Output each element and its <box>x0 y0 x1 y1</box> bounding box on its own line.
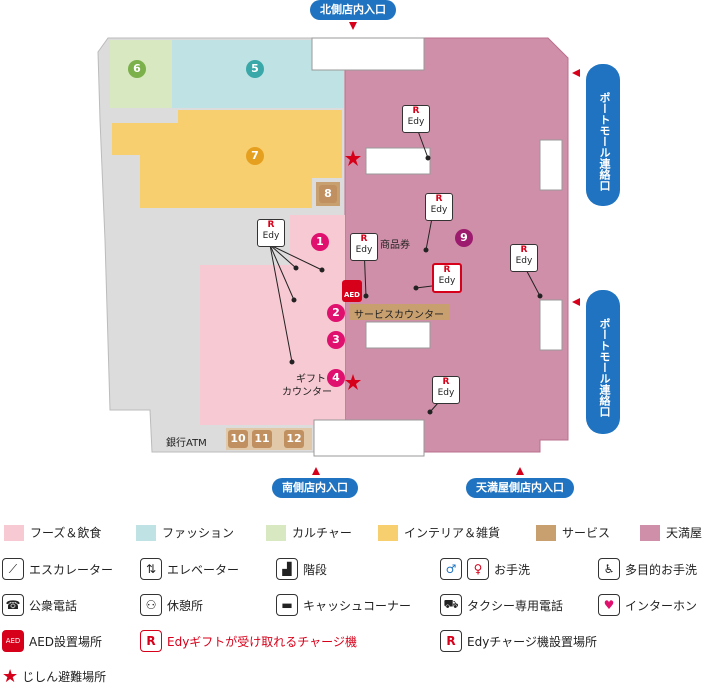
legend-elevator: ⇅エレベーター <box>140 558 239 580</box>
legend-escalator: ⟋エスカレーター <box>2 558 113 580</box>
tenmaya-arrow <box>516 467 524 475</box>
gift-counter-label-2: カウンター <box>282 387 332 398</box>
escalator-block-1 <box>365 147 431 175</box>
north-arrow <box>349 22 357 30</box>
shop-number-4[interactable]: 4 <box>327 369 345 387</box>
floor-map <box>97 22 580 475</box>
legend-food: フーズ＆飲食 <box>4 524 101 541</box>
star-icon: ★ <box>2 666 19 687</box>
south-entrance-label: 南側店内入口 <box>272 478 358 498</box>
taxi-icon: ⛟ <box>440 594 462 616</box>
portmall-entrance-2: ポートモール連絡口 <box>586 290 620 434</box>
legend-fashion: ファッション <box>136 524 234 541</box>
service-counter-bar <box>350 304 450 320</box>
portmall-arrow-2 <box>572 298 580 306</box>
bank-atm-label: 銀行ATM <box>166 438 207 449</box>
service-counter-label: サービスカウンター <box>354 310 444 321</box>
aed-icon: AED <box>2 630 24 652</box>
legend-stairs: ▟階段 <box>276 558 327 580</box>
map-legend: フーズ＆飲食 ファッション カルチャー インテリア＆雑貨 サービス 天満屋 ⟋エ… <box>0 518 715 696</box>
stairs-icon: ▟ <box>276 558 298 580</box>
escalator-icon: ⟋ <box>2 558 24 580</box>
north-utility <box>311 37 425 71</box>
south-arrow <box>312 467 320 475</box>
cash-card-icon: ▬ <box>276 594 298 616</box>
portmall-arrow-1 <box>572 69 580 77</box>
shop-number-5[interactable]: 5 <box>246 60 264 78</box>
legend-multi-restroom: ♿多目的お手洗 <box>598 558 697 580</box>
aed-marker[interactable]: AED <box>342 280 362 302</box>
shohinken-label: 商品券 <box>380 240 410 251</box>
intercom-icon: ♥ <box>598 594 620 616</box>
restroom-icon: ♂ <box>440 558 462 580</box>
legend-intercom: ♥インターホン <box>598 594 697 616</box>
shelter-star-1 <box>345 150 361 166</box>
shop-number-2[interactable]: 2 <box>327 304 345 322</box>
shop-number-3[interactable]: 3 <box>327 331 345 349</box>
legend-cash-corner: ▬キャッシュコーナー <box>276 594 411 616</box>
food-area <box>200 215 345 425</box>
elevator-icon: ⇅ <box>140 558 162 580</box>
gift-counter-label-1: ギフト <box>296 374 326 385</box>
rest-area-icon: ⚇ <box>140 594 162 616</box>
edy-icon: R <box>140 630 162 652</box>
wheelchair-icon: ♿ <box>598 558 620 580</box>
edy-icon: R <box>440 630 462 652</box>
shop-number-10[interactable]: 10 <box>228 430 248 448</box>
legend-culture: カルチャー <box>266 524 352 541</box>
shop-number-12[interactable]: 12 <box>284 430 304 448</box>
legend-restroom: ♂♀お手洗 <box>440 558 530 580</box>
shop-number-7[interactable]: 7 <box>246 147 264 165</box>
right-utility-2 <box>539 299 563 351</box>
shop-number-6[interactable]: 6 <box>128 60 146 78</box>
legend-taxi-phone: ⛟タクシー専用電話 <box>440 594 563 616</box>
portmall-entrance-1: ポートモール連絡口 <box>586 64 620 206</box>
tenmaya-entrance-label: 天満屋側店内入口 <box>466 478 574 498</box>
right-utility-1 <box>539 139 563 191</box>
legend-phone: ☎公衆電話 <box>2 594 77 616</box>
legend-shelter: ★じしん避難場所 <box>2 666 107 687</box>
legend-interior: インテリア＆雑貨 <box>378 524 500 541</box>
restroom-icon: ♀ <box>467 558 489 580</box>
shop-number-8[interactable]: 8 <box>319 185 337 203</box>
shop-number-1[interactable]: 1 <box>311 233 329 251</box>
legend-tenmaya: 天満屋 <box>640 524 702 541</box>
legend-service: サービス <box>536 524 610 541</box>
south-utility <box>313 419 425 457</box>
shop-number-9[interactable]: 9 <box>455 229 473 247</box>
north-entrance-label: 北側店内入口 <box>310 0 396 20</box>
legend-rest-area: ⚇休憩所 <box>140 594 203 616</box>
shop-number-11[interactable]: 11 <box>252 430 272 448</box>
escalator-block-2 <box>365 321 431 349</box>
interior-area <box>112 110 342 208</box>
shelter-star-2 <box>345 374 361 390</box>
phone-icon: ☎ <box>2 594 24 616</box>
